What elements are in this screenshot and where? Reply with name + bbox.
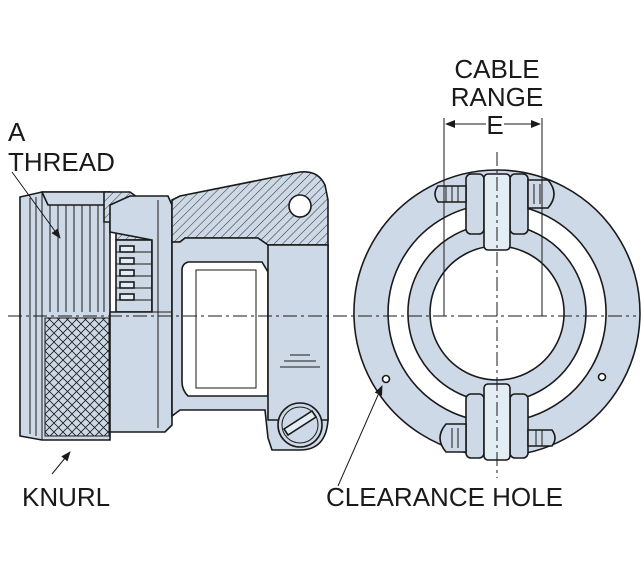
- thread-label: THREAD: [8, 147, 115, 177]
- end-view: [353, 169, 641, 461]
- slotted-screw: [277, 402, 323, 448]
- knurl-label: KNURL: [22, 482, 110, 512]
- serration-teeth: [115, 239, 153, 313]
- dimension-e-label: E: [486, 110, 503, 140]
- clearance-hole-leader: [337, 385, 383, 487]
- saddle-clamp: [171, 237, 329, 451]
- screw-hole: [288, 194, 312, 218]
- cable-range-dimension: [443, 118, 543, 316]
- thread-leader: [11, 171, 61, 239]
- knurl-area: [44, 317, 110, 437]
- side-view: [19, 170, 329, 451]
- range-label: RANGE: [451, 82, 543, 112]
- clearance-hole-left: [381, 374, 391, 384]
- knurl-leader: [51, 451, 71, 475]
- saddle-arm: [171, 170, 329, 246]
- thread-label-a: A: [8, 117, 26, 147]
- clearance-hole-right: [597, 372, 607, 382]
- backshell-body: [109, 195, 173, 433]
- clearance-hole-label: CLEARANCE HOLE: [326, 482, 563, 512]
- cable-label: CABLE: [454, 54, 539, 84]
